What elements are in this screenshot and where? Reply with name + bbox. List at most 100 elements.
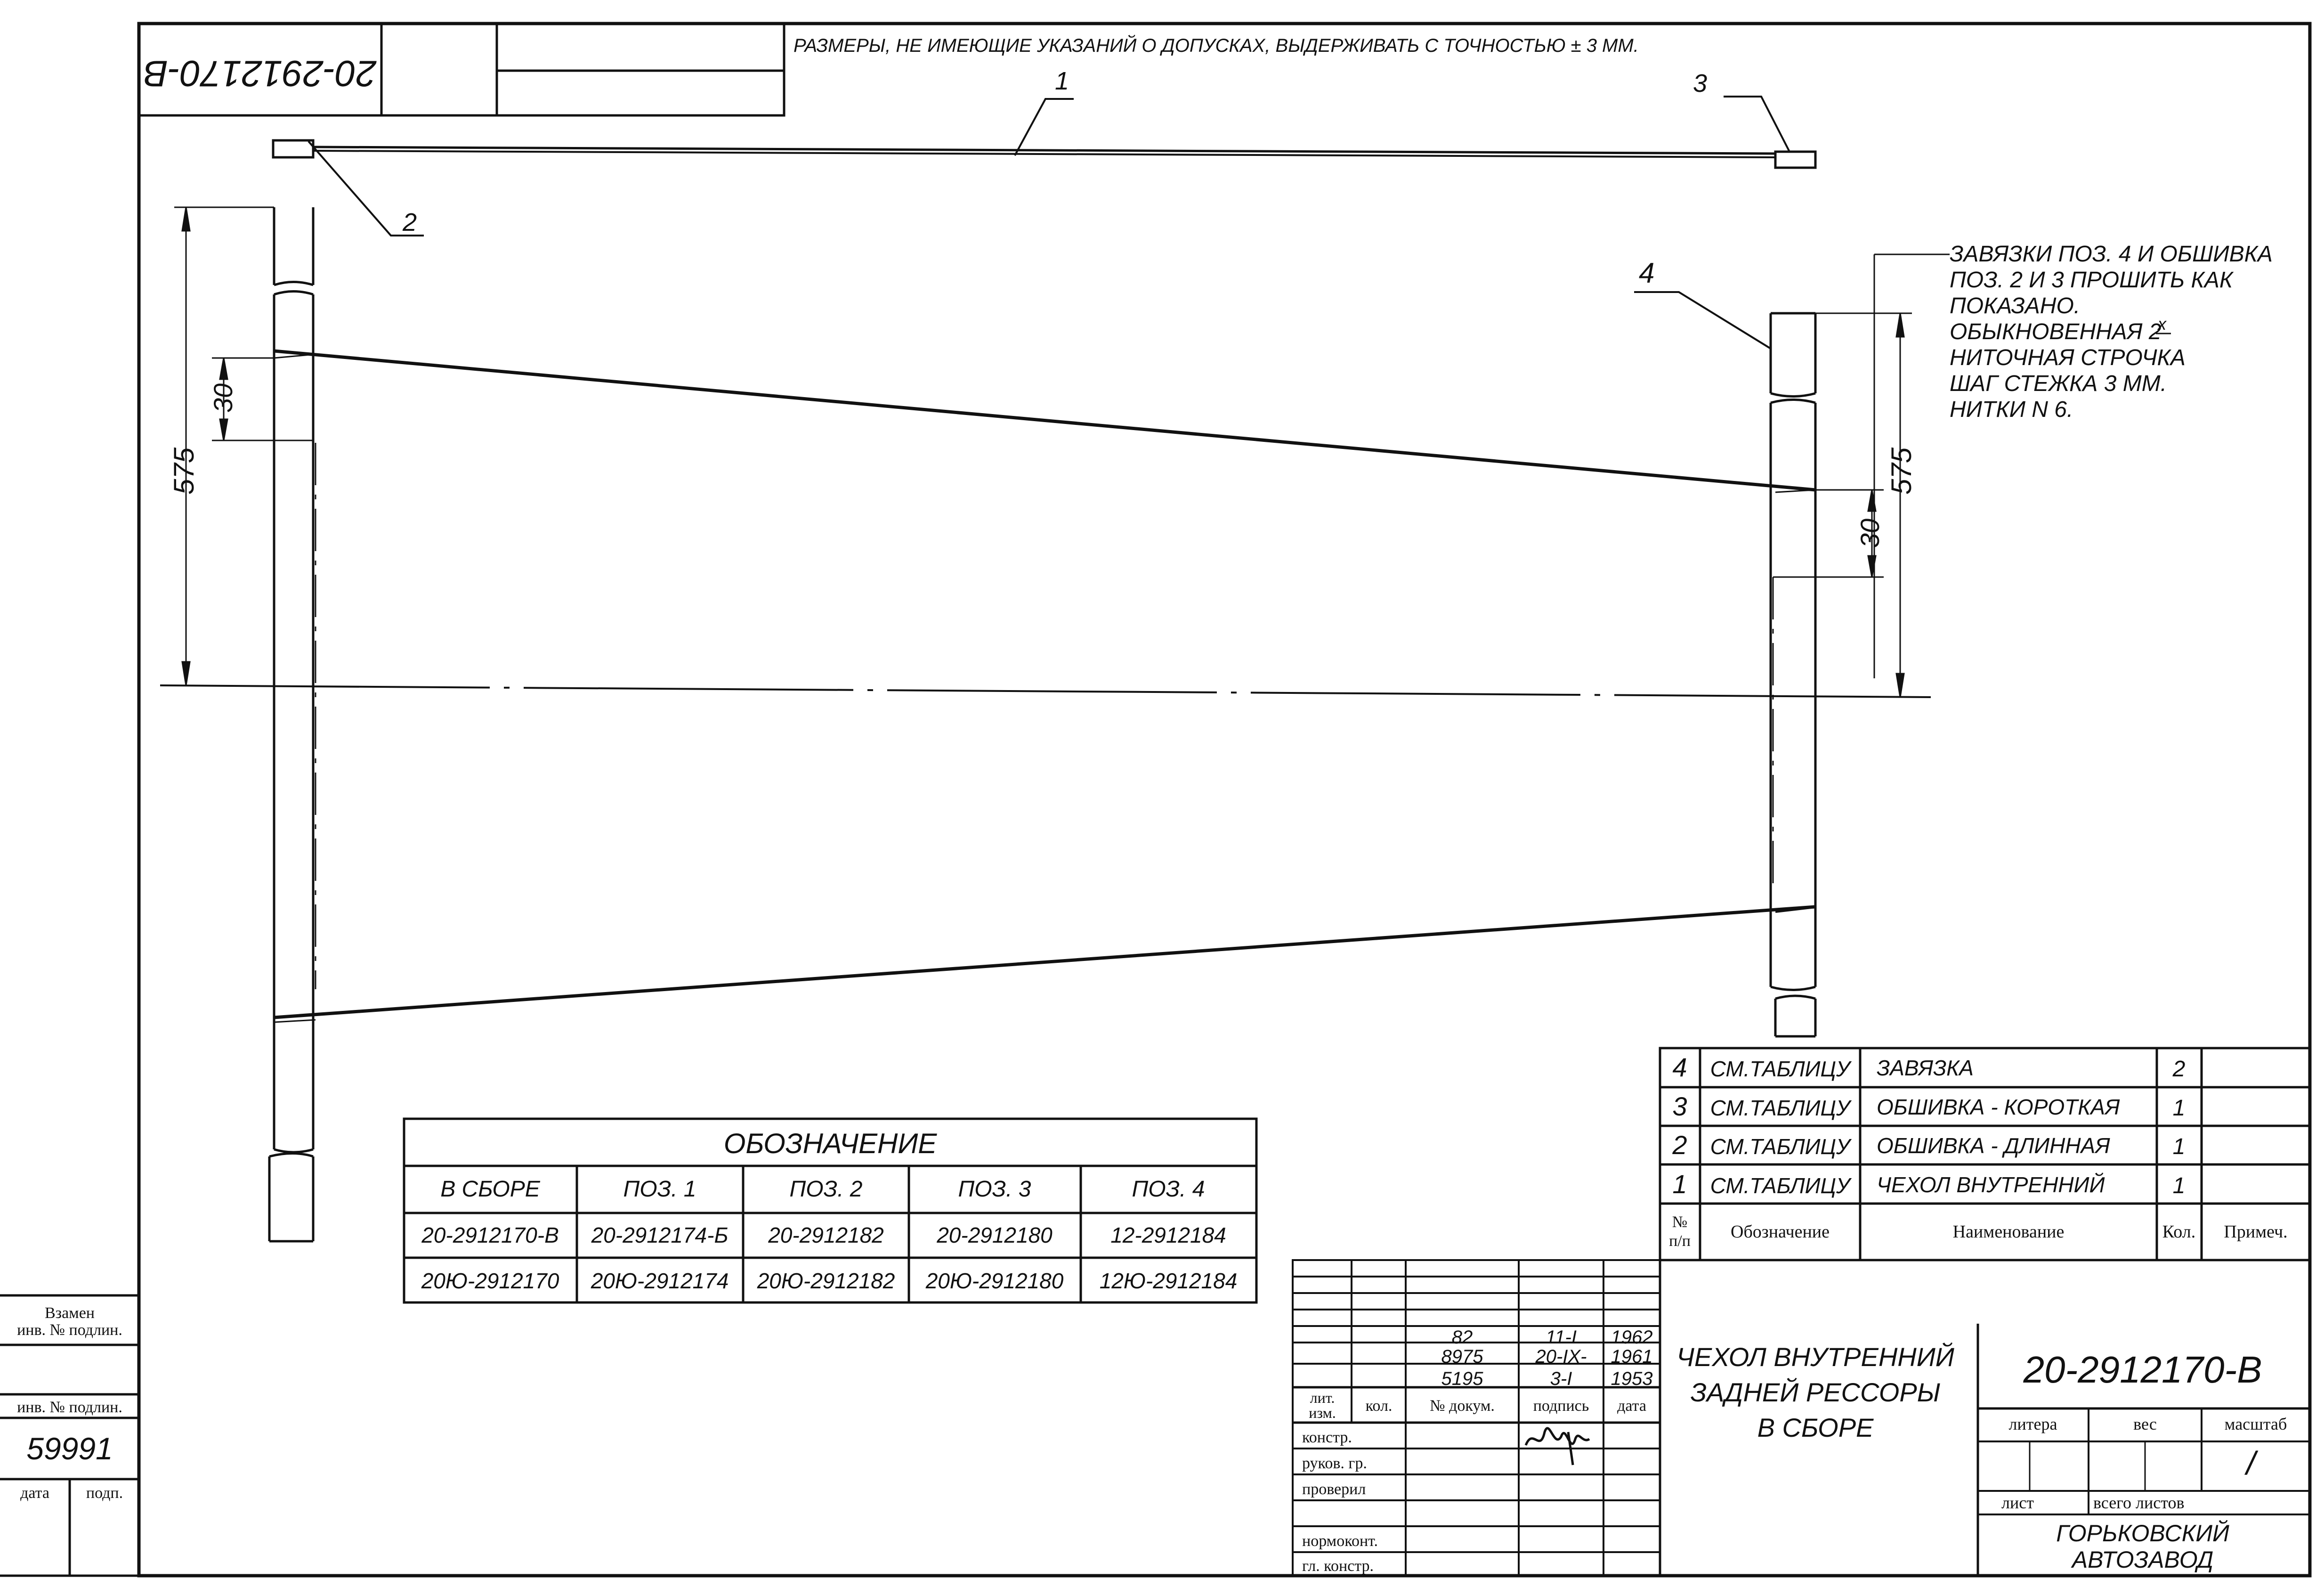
revision-2-doc: 8975 — [1441, 1346, 1484, 1367]
parts-header-qty: Кол. — [2162, 1222, 2195, 1242]
drawing-title-line-3: В СБОРЕ — [1757, 1413, 1874, 1442]
parts-row-2-qty: 1 — [2173, 1134, 2186, 1159]
revision-1-date: 11-I — [1546, 1327, 1577, 1348]
parts-row-3-pos: 3 — [1672, 1091, 1687, 1121]
designation-header-assembly: В СБОРЕ — [440, 1177, 541, 1202]
sewing-note-line-3: ПОКАЗАНО. — [1950, 293, 2080, 318]
drawing-title-line-1: ЧЕХОЛ ВНУТРЕННИЙ — [1676, 1342, 1955, 1372]
revision-1-year: 1962 — [1611, 1327, 1653, 1348]
rev-header-doc: № докум. — [1430, 1397, 1495, 1415]
right-length-dimension: 575 — [1886, 447, 1917, 495]
designation-cell-r1-c1: 20-2912170-В — [421, 1223, 559, 1247]
parts-header-no-line2: п/п — [1669, 1232, 1691, 1250]
sewing-note-line-7: НИТКИ N 6. — [1950, 397, 2073, 422]
rev-header-qty: кол. — [1366, 1397, 1393, 1415]
side-strip — [0, 1294, 139, 1576]
revision-3-date: 3-I — [1550, 1368, 1572, 1389]
parts-row-3-name: ОБШИВКА - КОРОТКАЯ — [1877, 1095, 2120, 1119]
right-offset-dimension: 30 — [1855, 519, 1885, 548]
sewing-note-superscript: х — [2157, 314, 2167, 334]
designation-cell-r2-c4: 20Ю-2912180 — [925, 1269, 1064, 1293]
revision-1-doc: 82 — [1452, 1327, 1473, 1348]
drawing-number: 20-2912170-В — [2023, 1349, 2262, 1391]
parts-row-4-pos: 4 — [1672, 1052, 1687, 1082]
parts-header-no: № — [1672, 1213, 1687, 1231]
sewing-note-line-4: ОБЫКНОВЕННАЯ 2 — [1950, 319, 2162, 344]
revision-3-year: 1953 — [1611, 1368, 1653, 1389]
sewing-note: ЗАВЯЗКИ ПОЗ. 4 И ОБШИВКА ПОЗ. 2 И 3 ПРОШ… — [1950, 242, 2273, 422]
designation-cell-r2-c5: 12Ю-2912184 — [1100, 1269, 1238, 1293]
parts-row-2-pos: 2 — [1672, 1130, 1687, 1160]
designation-header-pos2: ПОЗ. 2 — [790, 1177, 863, 1202]
top-left-stamp-code: 20-2912170-В — [144, 53, 377, 94]
inv-number: 59991 — [26, 1431, 113, 1466]
role-chief-designer: гл. констр. — [1302, 1557, 1374, 1575]
parts-list — [1659, 1047, 2311, 1261]
rev-header-lit-line2: изм. — [1309, 1404, 1336, 1421]
tolerance-note: РАЗМЕРЫ, НЕ ИМЕЮЩИЕ УКАЗАНИЙ О ДОПУСКАХ,… — [794, 34, 1639, 56]
leader-4 — [1634, 291, 1772, 350]
label-scale: масштаб — [2225, 1415, 2287, 1433]
cover-outline — [274, 349, 1816, 1023]
revision-3-doc: 5195 — [1441, 1368, 1484, 1389]
designation-cell-r1-c3: 20-2912182 — [768, 1223, 884, 1247]
sewing-note-line-2: ПОЗ. 2 И 3 ПРОШИТЬ КАК — [1950, 268, 2234, 293]
parts-row-1-designation: СМ.ТАБЛИЦУ — [1710, 1173, 1852, 1198]
centre-line — [160, 684, 1931, 698]
replaced-inv-label-line2: инв. № подлин. — [17, 1321, 122, 1339]
parts-row-1-qty: 1 — [2173, 1173, 2186, 1198]
parts-row-4-qty: 2 — [2172, 1057, 2186, 1082]
designation-cell-r1-c4: 20-2912180 — [936, 1223, 1053, 1247]
parts-row-2-designation: СМ.ТАБЛИЦУ — [1710, 1134, 1852, 1159]
callout-1: 1 — [1055, 67, 1069, 95]
designation-cell-r2-c3: 20Ю-2912182 — [757, 1269, 895, 1293]
designation-cell-r1-c5: 12-2912184 — [1110, 1223, 1226, 1247]
callout-4: 4 — [1639, 257, 1654, 289]
parts-row-4-name: ЗАВЯЗКА — [1877, 1056, 1974, 1080]
revision-grid — [1292, 1259, 1661, 1577]
scale-value: / — [2244, 1445, 2259, 1481]
organization-line-1: ГОРЬКОВСКИЙ — [2056, 1520, 2229, 1546]
callout-2: 2 — [402, 208, 417, 236]
label-total-sheets: всего листов — [2093, 1493, 2185, 1512]
right-strip — [1769, 312, 1817, 1038]
designation-table — [403, 1117, 1258, 1304]
sewing-note-line-5: НИТОЧНАЯ СТРОЧКА — [1950, 345, 2186, 370]
parts-header-note: Примеч. — [2224, 1222, 2287, 1242]
rev-header-lit: лит. — [1310, 1389, 1335, 1406]
designation-header-pos1: ПОЗ. 1 — [624, 1177, 696, 1202]
top-left-stamp — [138, 22, 785, 117]
label-litera: литера — [2009, 1415, 2057, 1433]
left-dimensions — [174, 206, 313, 686]
title-block-main — [1659, 1259, 2311, 1577]
callout-3: 3 — [1693, 69, 1707, 98]
left-length-dimension: 575 — [168, 447, 200, 495]
designation-header-pos3: ПОЗ. 3 — [958, 1177, 1031, 1202]
role-designer: констр. — [1302, 1429, 1352, 1446]
revision-2-year: 1961 — [1611, 1346, 1653, 1367]
inv-label: инв. № подлин. — [17, 1399, 122, 1416]
organization-line-2: АВТОЗАВОД — [2071, 1546, 2213, 1573]
designation-cell-r2-c2: 20Ю-2912174 — [591, 1269, 729, 1293]
label-sheet: лист — [2001, 1493, 2034, 1512]
parts-row-1-pos: 1 — [1672, 1169, 1687, 1199]
revision-2-date: 20-IX- — [1535, 1346, 1587, 1367]
designation-cell-r2-c1: 20Ю-2912170 — [421, 1269, 559, 1293]
sewing-note-line-6: ШАГ СТЕЖКА 3 ММ. — [1950, 371, 2167, 396]
rev-header-signature: подпись — [1533, 1397, 1589, 1415]
parts-row-1-name: ЧЕХОЛ ВНУТРЕННИЙ — [1877, 1172, 2105, 1197]
left-strip — [268, 207, 316, 1243]
signature-scribble — [1524, 1427, 1590, 1465]
left-offset-dimension: 30 — [208, 383, 238, 413]
label-weight: вес — [2133, 1415, 2157, 1433]
role-group-head: руков. гр. — [1302, 1455, 1367, 1472]
sign-label: подп. — [86, 1484, 123, 1502]
sewing-note-line-1: ЗАВЯЗКИ ПОЗ. 4 И ОБШИВКА — [1950, 242, 2273, 267]
parts-row-3-designation: СМ.ТАБЛИЦУ — [1710, 1096, 1852, 1120]
parts-row-4-designation: СМ.ТАБЛИЦУ — [1710, 1057, 1852, 1081]
replaced-inv-label: Взамен — [45, 1304, 95, 1322]
drawing-title-line-2: ЗАДНЕЙ РЕССОРЫ — [1691, 1377, 1941, 1407]
date-label: дата — [20, 1484, 49, 1502]
